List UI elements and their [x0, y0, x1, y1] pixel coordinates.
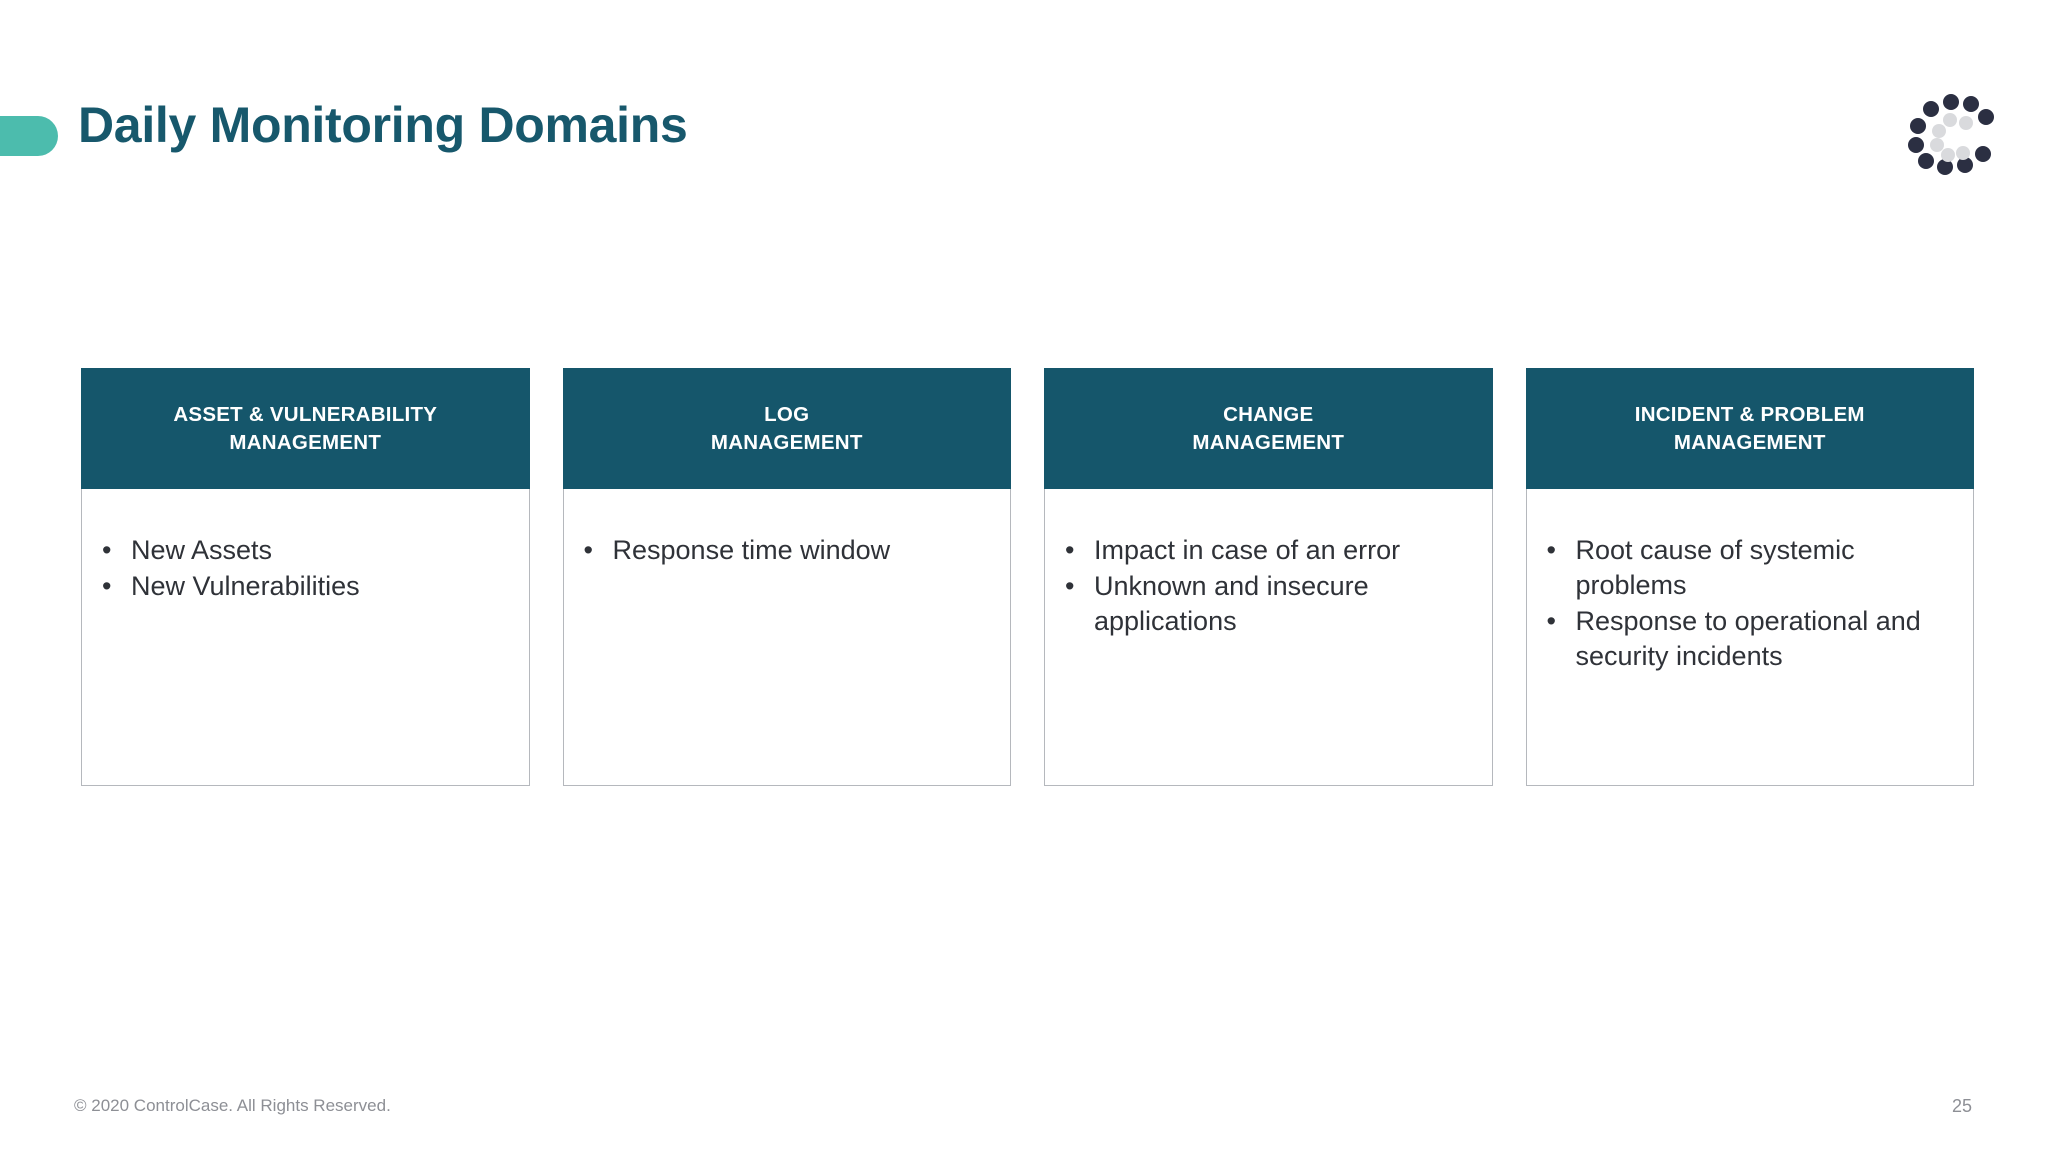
card-body: Impact in case of an error Unknown and i…	[1044, 489, 1493, 786]
list-item: Response to operational and security inc…	[1543, 604, 1958, 674]
footer-copyright: © 2020 ControlCase. All Rights Reserved.	[74, 1096, 391, 1115]
domain-card-asset-vulnerability-management[interactable]: ASSET & VULNERABILITY MANAGEMENT New Ass…	[81, 368, 530, 786]
card-header: ASSET & VULNERABILITY MANAGEMENT	[81, 368, 530, 489]
card-header: LOG MANAGEMENT	[562, 368, 1011, 489]
card-header: CHANGE MANAGEMENT	[1044, 368, 1493, 489]
list-item: Root cause of systemic problems	[1543, 533, 1958, 603]
page-title: Daily Monitoring Domains	[78, 97, 688, 153]
card-header-line-2: MANAGEMENT	[710, 430, 863, 454]
card-header-line-1: LOG	[764, 403, 810, 427]
card-body: Response time window	[562, 489, 1011, 786]
list-item: Unknown and insecure applications	[1061, 569, 1476, 639]
domain-card-grid: ASSET & VULNERABILITY MANAGEMENT New Ass…	[81, 368, 1974, 786]
logo-outer-dots	[1908, 94, 1994, 175]
list-item: Impact in case of an error	[1061, 533, 1476, 568]
card-body: New Assets New Vulnerabilities	[81, 489, 530, 786]
card-bullet-list: New Assets New Vulnerabilities	[98, 533, 513, 604]
card-bullet-list: Root cause of systemic problems Response…	[1543, 533, 1958, 674]
list-item: New Vulnerabilities	[98, 569, 513, 604]
card-bullet-list: Impact in case of an error Unknown and i…	[1061, 533, 1476, 639]
logo-inner-dots	[1930, 113, 1973, 162]
card-header-line-1: ASSET & VULNERABILITY	[173, 403, 438, 427]
card-header-line-2: MANAGEMENT	[1192, 430, 1345, 454]
controlcase-logo	[1898, 93, 2006, 175]
page-number: 25	[1952, 1096, 1973, 1116]
list-item: Response time window	[580, 533, 995, 568]
card-header-line-1: INCIDENT & PROBLEM	[1634, 403, 1865, 427]
domain-card-change-management[interactable]: CHANGE MANAGEMENT Impact in case of an e…	[1044, 368, 1493, 786]
title-accent-pill	[0, 116, 58, 156]
domain-card-incident-problem-management[interactable]: INCIDENT & PROBLEM MANAGEMENT Root cause…	[1525, 368, 1974, 786]
card-bullet-list: Response time window	[580, 533, 995, 568]
list-item: New Assets	[98, 533, 513, 568]
card-header-line-2: MANAGEMENT	[229, 430, 382, 454]
card-body: Root cause of systemic problems Response…	[1525, 489, 1974, 786]
card-header-line-2: MANAGEMENT	[1673, 430, 1826, 454]
card-header: INCIDENT & PROBLEM MANAGEMENT	[1525, 368, 1974, 489]
card-header-line-1: CHANGE	[1223, 403, 1314, 427]
domain-card-log-management[interactable]: LOG MANAGEMENT Response time window	[562, 368, 1011, 786]
